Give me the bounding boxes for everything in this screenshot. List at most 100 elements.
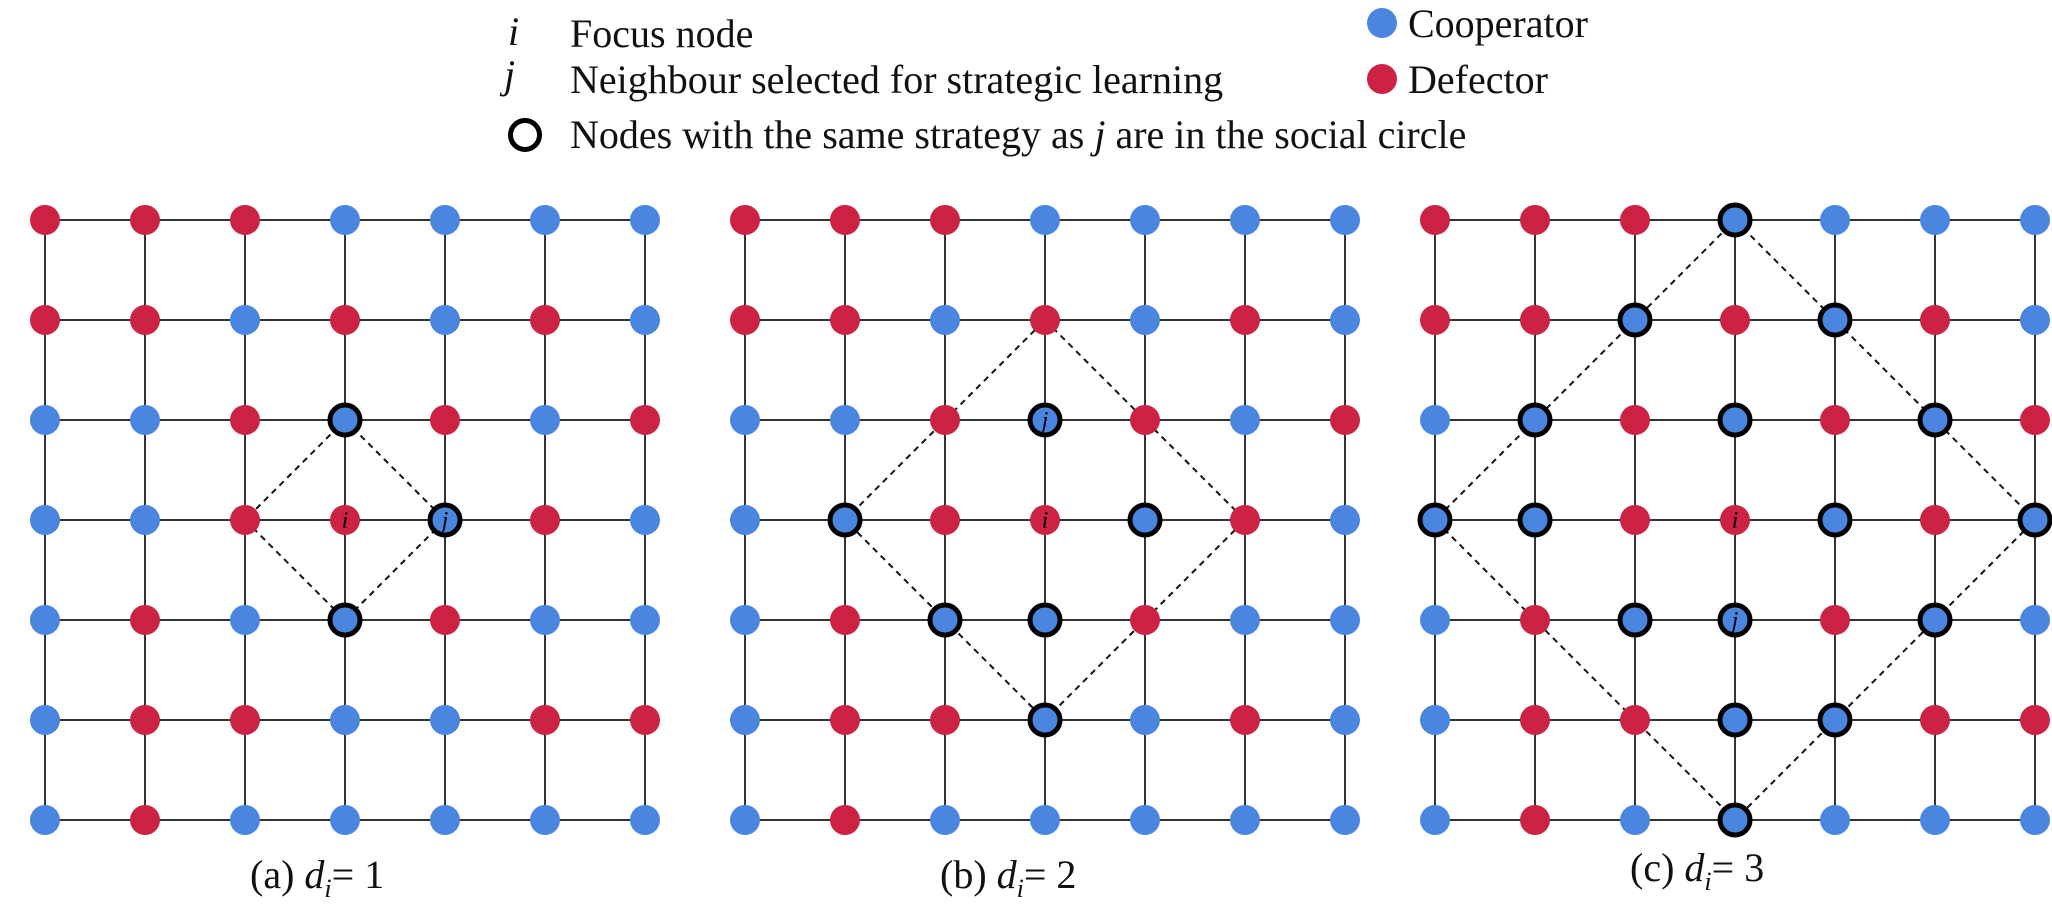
defector-node <box>830 205 860 235</box>
cooperator-node <box>1230 805 1260 835</box>
defector-node <box>130 805 160 835</box>
defector-node <box>930 205 960 235</box>
cooperator-node <box>1330 805 1360 835</box>
cooperator-node <box>330 205 360 235</box>
defector-node <box>30 205 60 235</box>
cooperator-node <box>1230 205 1260 235</box>
cooperator-node <box>930 805 960 835</box>
cooperator-node <box>1130 305 1160 335</box>
cooperator-node <box>630 305 660 335</box>
social-circle-ring-icon <box>508 118 542 152</box>
cooperator-node <box>927 602 963 638</box>
neighbour-node-label: j <box>1729 608 1739 634</box>
defector-node <box>930 505 960 535</box>
defector-node <box>730 205 760 235</box>
defector-node <box>230 205 260 235</box>
cooperator-legend-dot <box>1367 8 1397 38</box>
cooperator-node <box>430 705 460 735</box>
cooperator-node <box>630 605 660 635</box>
cooperator-node <box>730 505 760 535</box>
cooperator-node <box>1717 702 1753 738</box>
cooperator-node <box>1717 602 1753 638</box>
circle-label-pre: Nodes with the same strategy as <box>570 112 1095 157</box>
cooperator-node <box>1820 805 1850 835</box>
defector-node <box>1620 505 1650 535</box>
defector-node <box>1920 705 1950 735</box>
cooperator-node <box>1817 302 1853 338</box>
focus-node-label: i <box>1042 508 1049 534</box>
cooperator-node <box>827 502 863 538</box>
cooperator-node <box>330 805 360 835</box>
cooperator-node <box>1817 502 1853 538</box>
cooperator-node <box>730 705 760 735</box>
focus-node-label: i <box>342 508 349 534</box>
defector-node <box>1920 305 1950 335</box>
cooperator-node <box>730 805 760 835</box>
defector-node <box>430 405 460 435</box>
cooperator-node <box>1130 705 1160 735</box>
cooperator-node <box>1420 605 1450 635</box>
cooperator-node <box>630 205 660 235</box>
cooperator-node <box>530 205 560 235</box>
focus-symbol: i <box>508 9 520 54</box>
neighbour-node-label: j <box>1039 408 1049 434</box>
defector-node <box>830 305 860 335</box>
neighbour-node-label: j <box>439 508 449 534</box>
cooperator-node <box>130 505 160 535</box>
defector-node <box>830 805 860 835</box>
defector-node <box>1230 705 1260 735</box>
defector-label: Defector <box>1408 57 1548 102</box>
defector-node <box>1330 405 1360 435</box>
lattice-c: ij <box>1417 202 2052 838</box>
defector-node <box>1420 205 1450 235</box>
cooperator-node <box>1230 405 1260 435</box>
defector-node <box>130 705 160 735</box>
defector-node <box>930 405 960 435</box>
defector-node <box>430 605 460 635</box>
defector-node <box>230 505 260 535</box>
defector-node <box>1230 305 1260 335</box>
cooperator-node <box>1420 805 1450 835</box>
focus-node-label: i <box>1732 508 1739 534</box>
defector-node <box>1420 305 1450 335</box>
cooperator-node <box>1330 205 1360 235</box>
defector-node <box>1030 305 1060 335</box>
defector-node <box>530 305 560 335</box>
cooperator-node <box>230 805 260 835</box>
neighbour-symbol: j <box>504 52 516 97</box>
cooperator-node <box>1817 702 1853 738</box>
circle-label-var: j <box>1094 112 1106 157</box>
cooperator-node <box>1420 405 1450 435</box>
defector-node <box>2020 405 2050 435</box>
circle-label-post: are in the social circle <box>1105 112 1467 157</box>
cooperator-node <box>1820 205 1850 235</box>
cooperator-node <box>1230 605 1260 635</box>
cooperator-node <box>30 605 60 635</box>
defector-node <box>130 305 160 335</box>
cooperator-node <box>1030 205 1060 235</box>
cooperator-node <box>327 602 363 638</box>
cooperator-node <box>1917 602 1953 638</box>
cooperator-node <box>1620 805 1650 835</box>
cooperator-node <box>1130 205 1160 235</box>
cooperator-node <box>1717 802 1753 838</box>
defector-node <box>530 505 560 535</box>
defector-node <box>230 405 260 435</box>
caption-b: (b) di= 2 <box>940 852 1077 903</box>
cooperator-node <box>1517 502 1553 538</box>
cooperator-node <box>1417 502 1453 538</box>
cooperator-node <box>1027 402 1063 438</box>
cooperator-node <box>2020 805 2050 835</box>
cooperator-node <box>630 805 660 835</box>
legend: i Focus node j Neighbour selected for st… <box>0 0 2052 160</box>
defector-node <box>1230 505 1260 535</box>
defector-node <box>1520 705 1550 735</box>
cooperator-node <box>2020 305 2050 335</box>
cooperator-node <box>430 205 460 235</box>
defector-node <box>630 405 660 435</box>
defector-node <box>330 505 360 535</box>
cooperator-node <box>130 405 160 435</box>
